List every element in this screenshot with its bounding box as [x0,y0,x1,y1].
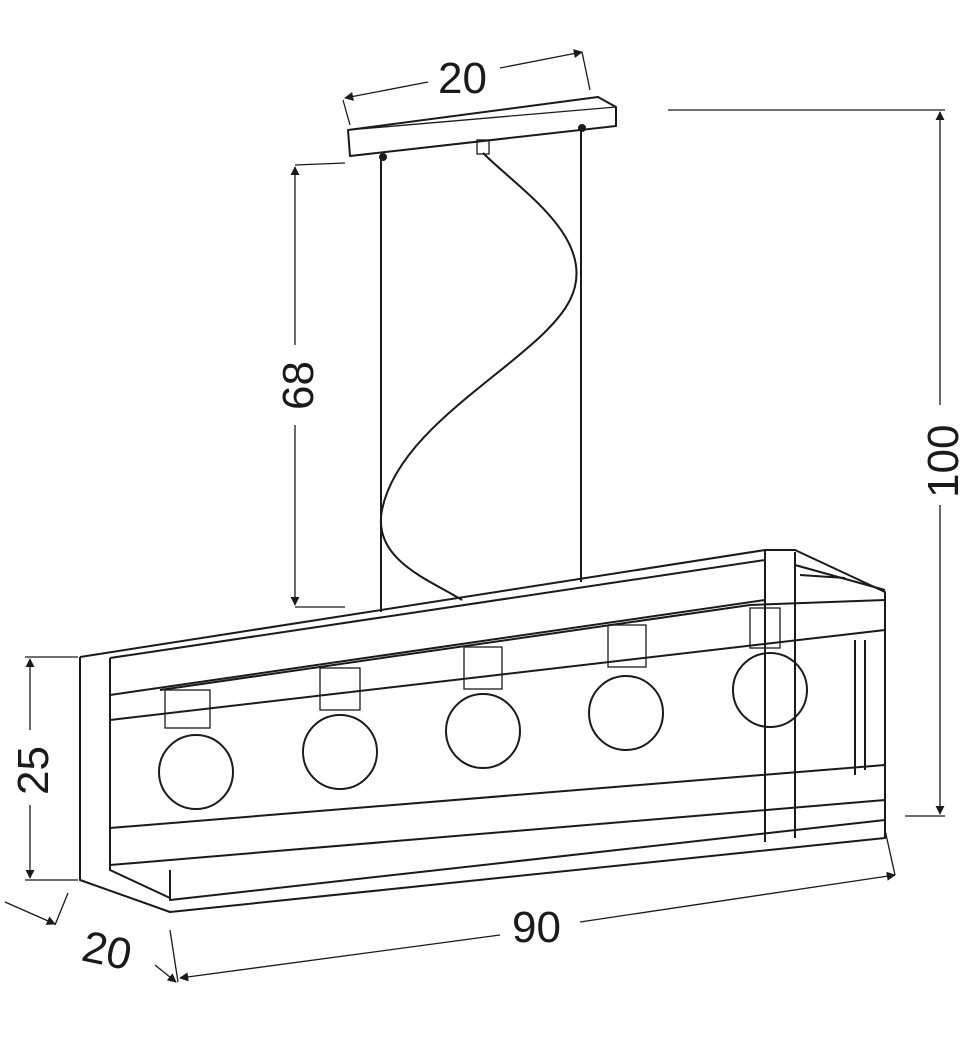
bulb [732,652,808,728]
bulbs [158,652,808,810]
bulb [158,734,234,810]
bulb [302,714,378,790]
dimension-cable-length: 68 [274,162,346,608]
cable-length-label: 68 [274,361,323,410]
canopy [347,96,617,161]
dimension-shade-length: 90 [179,829,896,982]
total-height-label: 100 [919,425,968,498]
shade-depth-label: 20 [78,922,136,980]
power-cable [379,152,578,601]
shade-height-label: 25 [9,746,58,795]
shade-frame [79,549,886,913]
dimension-canopy-width: 20 [342,49,591,126]
suspension-wires [380,130,582,612]
bulb [588,675,664,751]
dimension-shade-height: 25 [9,656,78,881]
canopy-width-label: 20 [438,54,487,103]
dimension-shade-depth: 20 [4,892,179,983]
shade-length-label: 90 [512,903,561,952]
dimension-total-height: 100 [668,109,968,817]
bulb [445,693,521,769]
